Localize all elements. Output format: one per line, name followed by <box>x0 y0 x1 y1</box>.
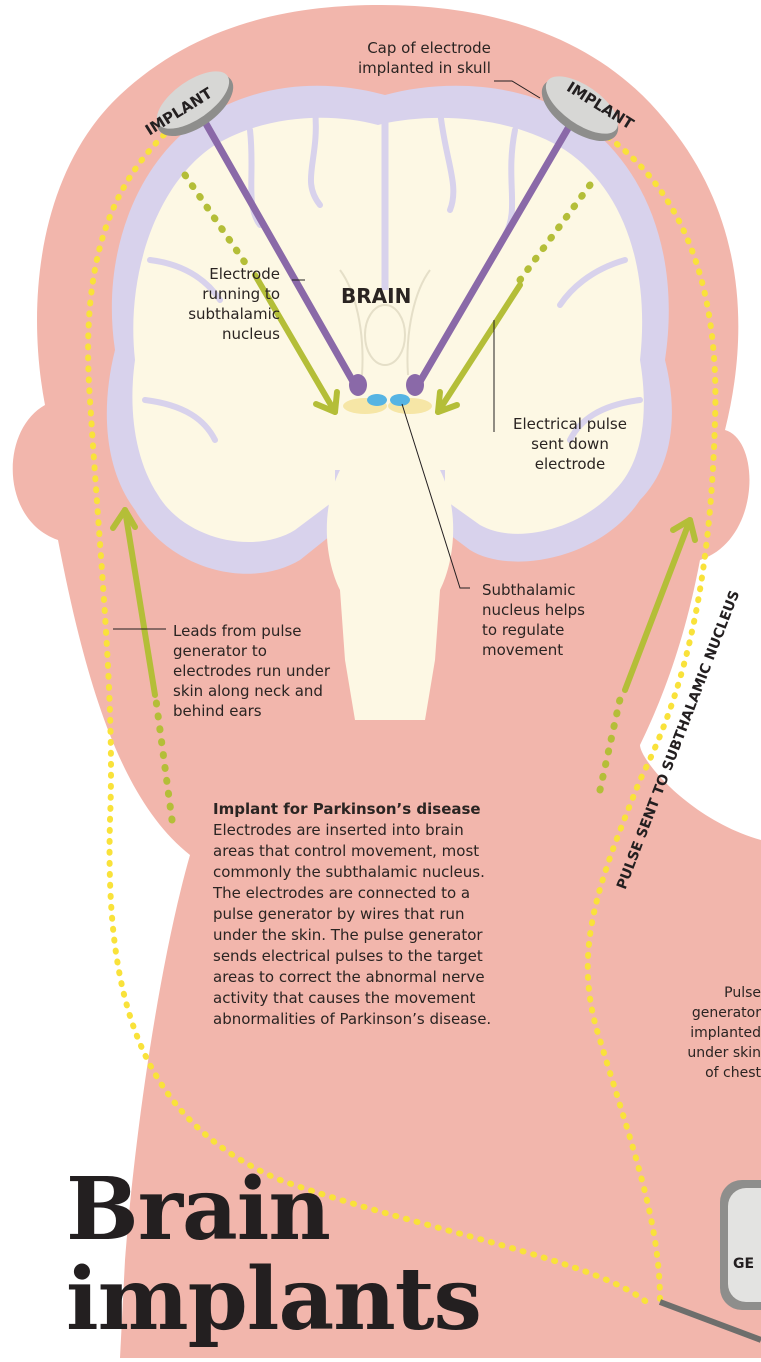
cap-label-line: Cap of electrode <box>358 38 491 58</box>
electrode-label-line: nucleus <box>146 324 280 344</box>
description-line: pulse generator by wires that run <box>213 904 558 925</box>
generator-label: Pulse generator implanted under skin of … <box>655 983 761 1083</box>
leads-label-line: behind ears <box>173 701 330 721</box>
pulse-down-line: sent down <box>507 434 633 454</box>
electrode-label: Electrode running to subthalamic nucleus <box>146 264 280 344</box>
description-line: activity that causes the movement <box>213 988 558 1009</box>
subthalamic-label-line: to regulate <box>482 620 585 640</box>
description-line: under the skin. The pulse generator <box>213 925 558 946</box>
description-line: areas to correct the abnormal nerve <box>213 967 558 988</box>
subthalamic-nucleus-left <box>367 394 387 406</box>
brain-label: BRAIN <box>341 284 411 308</box>
description-line: areas that control movement, most <box>213 841 558 862</box>
subthalamic-label-line: movement <box>482 640 585 660</box>
electrode-label-line: subthalamic <box>146 304 280 324</box>
generator-label-line: implanted <box>655 1023 761 1043</box>
electrode-tip-left <box>349 374 367 396</box>
leads-label-line: Leads from pulse <box>173 621 330 641</box>
pulse-down-line: electrode <box>507 454 633 474</box>
electrode-tip-right <box>406 374 424 396</box>
leads-label: Leads from pulse generator to electrodes… <box>173 621 330 721</box>
title-line-2: implants <box>66 1254 481 1346</box>
title-line-1: Brain <box>66 1164 330 1256</box>
leads-label-line: skin along neck and <box>173 681 330 701</box>
generator-label-line: of chest <box>655 1063 761 1083</box>
generator-label-line: Pulse <box>655 983 761 1003</box>
cap-label-line: implanted in skull <box>358 58 491 78</box>
pulse-down-label: Electrical pulse sent down electrode <box>507 414 633 474</box>
description-line: abnormalities of Parkinson’s disease. <box>213 1009 558 1030</box>
description-line: sends electrical pulses to the target <box>213 946 558 967</box>
description-line: commonly the subthalamic nucleus. <box>213 862 558 883</box>
subthalamic-label-line: Subthalamic <box>482 580 585 600</box>
subthalamic-nucleus-right <box>390 394 410 406</box>
description-block: Implant for Parkinson’s disease Electrod… <box>213 799 558 1030</box>
leads-label-line: generator to <box>173 641 330 661</box>
electrode-label-line: running to <box>146 284 280 304</box>
generator-label-line: generator <box>655 1003 761 1023</box>
generator-fragment-label: GE <box>733 1256 754 1272</box>
leads-label-line: electrodes run under <box>173 661 330 681</box>
subthalamic-label-line: nucleus helps <box>482 600 585 620</box>
cap-label: Cap of electrode implanted in skull <box>358 38 491 78</box>
generator-label-line: under skin <box>655 1043 761 1063</box>
subthalamic-label: Subthalamic nucleus helps to regulate mo… <box>482 580 585 660</box>
pulse-generator <box>720 1180 761 1310</box>
description-line: Electrodes are inserted into brain <box>213 820 558 841</box>
pulse-down-line: Electrical pulse <box>507 414 633 434</box>
description-heading: Implant for Parkinson’s disease <box>213 799 558 820</box>
electrode-label-line: Electrode <box>146 264 280 284</box>
description-line: The electrodes are connected to a <box>213 883 558 904</box>
